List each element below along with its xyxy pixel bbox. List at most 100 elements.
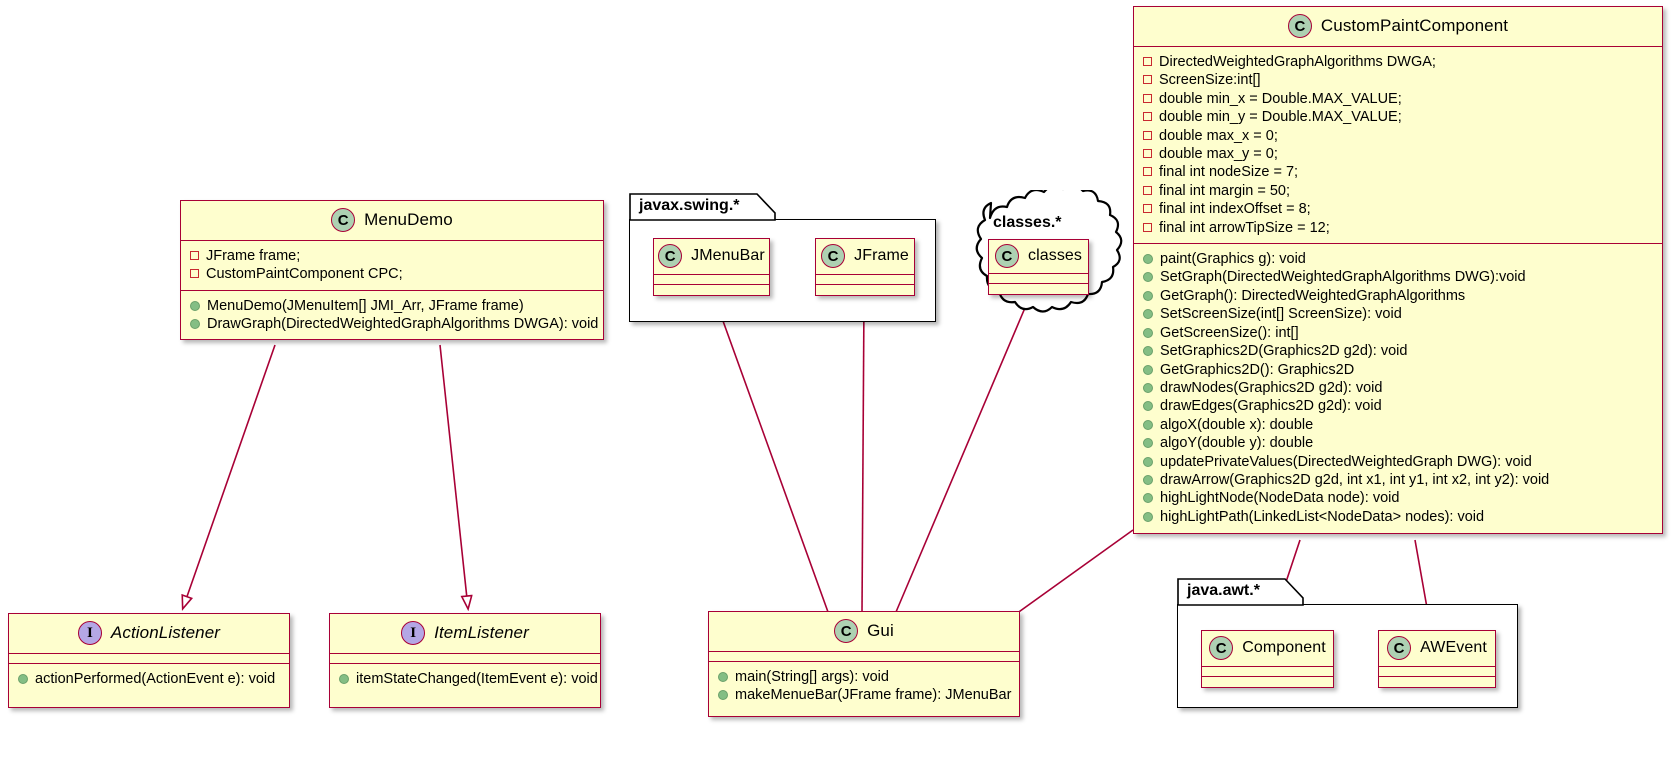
class-jframe[interactable]: C JFrame — [815, 238, 915, 296]
public-marker-icon — [1143, 511, 1153, 522]
method-row: makeMenueBar(JFrame frame): JMenuBar — [718, 686, 1012, 704]
class-menudemo-fields: JFrame frame; CustomPaintComponent CPC; — [181, 241, 603, 291]
interface-stereotype-icon: I — [401, 621, 426, 645]
interface-actionlistener-title: ActionListener — [110, 623, 221, 642]
class-stereotype-icon: C — [994, 244, 1019, 268]
class-awevent-header: C AWEvent — [1379, 631, 1495, 667]
private-marker-icon — [1143, 222, 1152, 232]
class-awevent[interactable]: C AWEvent — [1378, 630, 1496, 688]
public-marker-icon — [1143, 438, 1153, 449]
field-row: final int margin = 50; — [1143, 182, 1652, 200]
class-component[interactable]: C Component — [1201, 630, 1334, 688]
method-label: updatePrivateValues(DirectedWeightedGrap… — [1160, 453, 1532, 470]
field-row: final int arrowTipSize = 12; — [1143, 219, 1652, 237]
method-row: itemStateChanged(ItemEvent e): void — [339, 670, 598, 688]
class-classes-title: classes — [1027, 247, 1083, 264]
class-custompaintcomponent-methods: paint(Graphics g): void SetGraph(Directe… — [1134, 244, 1662, 532]
private-marker-icon — [1143, 57, 1152, 66]
method-label: DrawGraph(DirectedWeightedGraphAlgorithm… — [207, 316, 599, 333]
private-marker-icon — [1143, 167, 1152, 177]
class-menudemo-header: C MenuDemo — [181, 201, 603, 241]
field-row: ScreenSize:int[] — [1143, 71, 1652, 89]
class-custompaintcomponent-fields: DirectedWeightedGraphAlgorithms DWGA; Sc… — [1134, 47, 1662, 245]
method-label: MenuDemo(JMenuItem[] JMI_Arr, JFrame fra… — [207, 297, 524, 314]
field-label: DirectedWeightedGraphAlgorithms DWGA; — [1159, 54, 1436, 70]
field-row: double max_x = 0; — [1143, 127, 1652, 145]
class-classes-fields — [989, 274, 1088, 284]
class-gui-methods: main(String[] args): void makeMenueBar(J… — [709, 662, 1019, 711]
method-label: highLightPath(LinkedList<NodeData> nodes… — [1160, 508, 1485, 525]
public-marker-icon — [339, 674, 349, 684]
method-row: updatePrivateValues(DirectedWeightedGrap… — [1143, 453, 1652, 471]
class-stereotype-icon: C — [821, 244, 846, 268]
class-stereotype-icon: C — [1387, 636, 1412, 660]
interface-itemlistener[interactable]: I ItemListener itemStateChanged(ItemEven… — [329, 613, 601, 708]
private-marker-icon — [1143, 130, 1152, 140]
method-label: algoX(double x): double — [1160, 416, 1314, 433]
public-marker-icon — [18, 674, 28, 684]
method-row: SetGraphics2D(Graphics2D g2d): void — [1143, 342, 1652, 360]
field-label: double min_y = Double.MAX_VALUE; — [1159, 109, 1402, 126]
public-marker-icon — [1143, 474, 1153, 485]
field-label: final int arrowTipSize = 12; — [1159, 219, 1330, 236]
class-component-header: C Component — [1202, 631, 1333, 667]
class-classes-methods — [989, 284, 1088, 293]
method-label: main(String[] args): void — [735, 669, 889, 685]
cloud-classes-label: classes.* — [993, 214, 1062, 231]
method-label: actionPerformed(ActionEvent e): void — [35, 671, 276, 687]
class-menudemo-title: MenuDemo — [364, 210, 453, 229]
private-marker-icon — [1143, 204, 1152, 214]
public-marker-icon — [1143, 456, 1153, 467]
class-gui[interactable]: C Gui main(String[] args): void makeMenu… — [708, 611, 1020, 717]
class-jframe-fields — [816, 275, 914, 285]
field-row: JFrame frame; — [190, 247, 593, 265]
method-label: makeMenueBar(JFrame frame): JMenuBar — [735, 687, 1012, 704]
method-label: SetScreenSize(int[] ScreenSize): void — [1160, 306, 1402, 323]
class-stereotype-icon: C — [331, 208, 356, 232]
interface-itemlistener-methods: itemStateChanged(ItemEvent e): void — [330, 664, 600, 694]
public-marker-icon — [1143, 419, 1153, 430]
method-label: SetGraph(DirectedWeightedGraphAlgorithms… — [1160, 269, 1526, 286]
field-row: double min_y = Double.MAX_VALUE; — [1143, 108, 1652, 126]
interface-actionlistener[interactable]: I ActionListener actionPerformed(ActionE… — [8, 613, 290, 708]
private-marker-icon — [190, 251, 199, 260]
class-stereotype-icon: C — [1209, 636, 1234, 660]
interface-itemlistener-header: I ItemListener — [330, 614, 600, 654]
class-menudemo[interactable]: C MenuDemo JFrame frame; CustomPaintComp… — [180, 200, 604, 340]
class-jmenubar-methods — [654, 285, 769, 294]
edge-jframe-gui — [861, 297, 865, 613]
class-classes[interactable]: C classes — [988, 239, 1089, 295]
public-marker-icon — [718, 672, 728, 682]
field-label: final int indexOffset = 8; — [1159, 201, 1311, 218]
class-component-methods — [1202, 677, 1333, 686]
class-jmenubar-fields — [654, 275, 769, 285]
interface-actionlistener-header: I ActionListener — [9, 614, 289, 654]
field-label: final int nodeSize = 7; — [1159, 164, 1299, 181]
field-row: final int indexOffset = 8; — [1143, 200, 1652, 218]
method-row: GetScreenSize(): int[] — [1143, 324, 1652, 342]
method-label: drawNodes(Graphics2D g2d): void — [1160, 379, 1383, 396]
class-custompaintcomponent-header: C CustomPaintComponent — [1134, 7, 1662, 47]
class-custompaintcomponent[interactable]: C CustomPaintComponent DirectedWeightedG… — [1133, 6, 1663, 534]
method-row: main(String[] args): void — [718, 668, 1009, 686]
edge-classes-gui — [895, 295, 1031, 613]
class-jmenubar[interactable]: C JMenuBar — [653, 238, 770, 296]
method-label: highLightNode(NodeData node): void — [1160, 490, 1400, 507]
class-custompaintcomponent-title: CustomPaintComponent — [1320, 16, 1509, 35]
field-label: double min_x = Double.MAX_VALUE; — [1159, 90, 1402, 107]
class-awevent-methods — [1379, 677, 1495, 686]
private-marker-icon — [1143, 93, 1152, 103]
public-marker-icon — [1143, 254, 1153, 265]
method-row: algoY(double y): double — [1143, 434, 1652, 452]
public-marker-icon — [1143, 364, 1153, 375]
method-label: drawEdges(Graphics2D g2d): void — [1160, 398, 1382, 415]
class-jmenubar-title: JMenuBar — [691, 247, 765, 264]
method-row: drawNodes(Graphics2D g2d): void — [1143, 379, 1652, 397]
class-menudemo-methods: MenuDemo(JMenuItem[] JMI_Arr, JFrame fra… — [181, 291, 603, 340]
method-row: actionPerformed(ActionEvent e): void — [18, 670, 279, 688]
public-marker-icon — [190, 300, 200, 311]
public-marker-icon — [1143, 401, 1153, 412]
class-stereotype-icon: C — [1287, 14, 1312, 38]
method-row: SetGraph(DirectedWeightedGraphAlgorithms… — [1143, 268, 1652, 286]
class-awevent-fields — [1379, 667, 1495, 677]
